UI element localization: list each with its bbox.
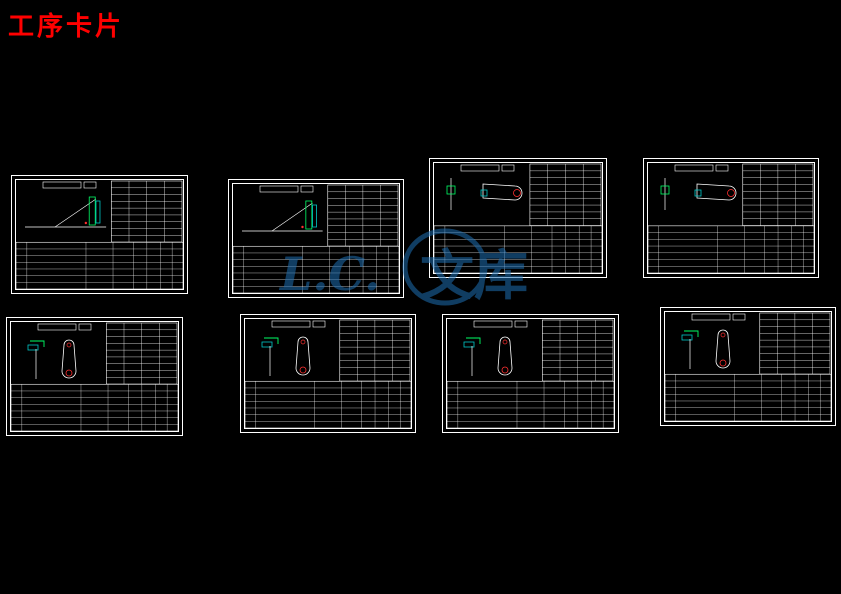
page-title: 工序卡片 — [8, 12, 125, 42]
fixture-block — [88, 196, 96, 226]
header-code-block — [732, 313, 746, 321]
arm-part-outline — [61, 339, 77, 379]
bore-circle — [502, 339, 508, 345]
bore-circle — [720, 332, 726, 338]
fixture-block — [264, 337, 279, 344]
process-card-8[interactable] — [660, 307, 836, 426]
part-outline — [271, 202, 313, 232]
bore-circle — [501, 366, 509, 374]
operations-table — [244, 380, 412, 429]
operations-table — [664, 373, 832, 422]
datum-marker — [301, 225, 304, 229]
header-code-block — [300, 185, 314, 193]
arm-part-outline — [715, 329, 731, 369]
process-card-3[interactable] — [429, 158, 607, 278]
fixture-block — [463, 341, 475, 348]
arm-part-outline — [295, 336, 311, 376]
process-card-4[interactable] — [643, 158, 819, 278]
sheet-frame — [10, 321, 179, 432]
fixture-block — [27, 344, 39, 351]
fixture-block — [684, 330, 699, 337]
operations-table — [446, 380, 615, 429]
header-code-block — [312, 320, 326, 328]
bore-circle — [719, 359, 727, 367]
operations-table — [15, 241, 184, 290]
operations-table — [647, 225, 815, 274]
fixture-block — [95, 200, 101, 224]
header-title-block — [42, 181, 82, 189]
part-outline — [54, 198, 97, 228]
fixture-block — [305, 200, 313, 230]
header-title-block — [271, 320, 311, 328]
fixture-block — [312, 204, 317, 228]
process-card-6[interactable] — [240, 314, 416, 433]
bore-circle — [65, 369, 73, 377]
process-card-1[interactable] — [11, 175, 188, 294]
header-code-block — [83, 181, 97, 189]
sheet-frame — [433, 162, 603, 274]
sheet-frame — [647, 162, 815, 274]
fixture-block — [480, 189, 488, 197]
sheet-frame — [664, 311, 832, 422]
header-code-block — [78, 323, 92, 331]
header-code-block — [501, 164, 515, 172]
arm-part-outline — [482, 183, 523, 201]
header-code-block — [715, 164, 729, 172]
operations-table — [10, 383, 179, 432]
fixture-block — [681, 334, 693, 341]
bore-circle — [727, 189, 735, 197]
header-title-block — [37, 323, 77, 331]
header-title-block — [473, 320, 513, 328]
fixture-block — [446, 185, 456, 195]
bore-circle — [299, 366, 307, 374]
fixture-block — [660, 185, 670, 195]
header-code-block — [514, 320, 528, 328]
fixture-block — [261, 341, 273, 348]
sheet-frame — [232, 183, 400, 294]
sheet-frame — [446, 318, 615, 429]
bore-circle — [513, 189, 521, 197]
operations-table — [433, 225, 603, 274]
sheet-frame — [244, 318, 412, 429]
bore-circle — [300, 339, 306, 345]
process-card-5[interactable] — [6, 317, 183, 436]
arm-part-outline — [497, 336, 513, 376]
sheet-frame — [15, 179, 184, 290]
header-title-block — [460, 164, 500, 172]
fixture-block — [466, 337, 481, 344]
fixture-block — [694, 189, 702, 197]
header-title-block — [691, 313, 731, 321]
datum-marker — [84, 221, 88, 225]
arm-part-outline — [696, 183, 737, 201]
operations-table — [232, 245, 400, 294]
bore-circle — [66, 342, 72, 348]
process-card-7[interactable] — [442, 314, 619, 433]
fixture-block — [30, 340, 45, 347]
header-title-block — [674, 164, 714, 172]
header-title-block — [259, 185, 299, 193]
